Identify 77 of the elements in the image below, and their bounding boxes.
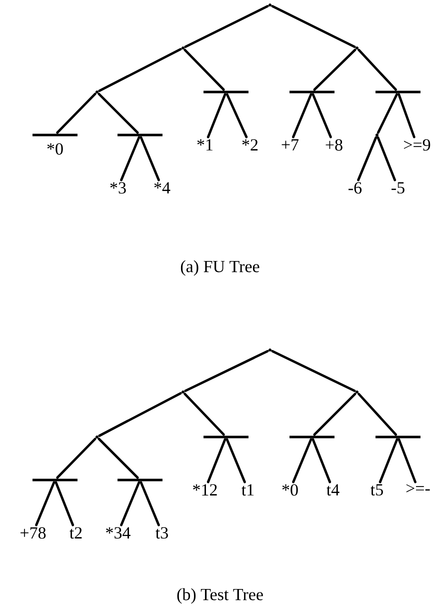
horizontal-bar: [290, 90, 334, 94]
horizontal-bar: [376, 436, 420, 438]
tree-branch: [98, 48, 182, 92]
horizontal-bar: [32, 478, 78, 482]
leaf-label: *3: [110, 182, 126, 194]
tree-branch: [292, 93, 312, 138]
tree-branch: [184, 5, 269, 48]
tree-branch: [226, 438, 246, 484]
leaf-label: *2: [242, 139, 258, 150]
tree-branch: [358, 48, 397, 91]
tree-branch: [140, 136, 160, 182]
tree-branch: [120, 481, 140, 526]
tree-branch: [398, 93, 416, 138]
leaf-label: t1: [242, 484, 254, 496]
tree-branch: [56, 438, 96, 479]
tree-branch: [98, 392, 182, 437]
horizontal-bar: [32, 134, 78, 136]
tree-branch: [226, 93, 248, 138]
tree-branch: [184, 350, 269, 392]
branch-point: [376, 134, 378, 136]
branch-point: [96, 90, 98, 94]
tree-branch: [312, 93, 332, 138]
branch-point: [268, 348, 272, 352]
tree-branch: [184, 392, 225, 436]
tree-branch: [35, 481, 56, 526]
figure-caption: (a) FU Tree: [180, 260, 260, 276]
leaf-label: -6: [348, 182, 362, 194]
leaf-label: +78: [20, 527, 46, 539]
tree-branch: [376, 93, 398, 134]
leaf-label: >=-: [406, 484, 430, 492]
tree-branch: [120, 136, 140, 182]
tree-branch: [184, 48, 225, 91]
tree-branch: [206, 93, 226, 138]
leaf-label: *0: [282, 484, 298, 496]
tree-branch: [357, 136, 378, 182]
branch-point: [182, 390, 184, 394]
leaf-label: +8: [326, 139, 342, 151]
branch-point: [182, 46, 184, 50]
tree-branch: [313, 392, 356, 436]
leaf-label: >=9: [404, 139, 430, 151]
tree-branch: [271, 350, 356, 392]
horizontal-bar: [118, 478, 162, 482]
leaf-label: t4: [326, 484, 340, 496]
branch-point: [356, 390, 358, 394]
leaf-label: *34: [106, 527, 130, 539]
tree-branch: [398, 438, 416, 484]
horizontal-bar: [204, 436, 248, 438]
tree-branch: [378, 438, 398, 484]
horizontal-bar: [290, 436, 334, 438]
horizontal-bar: [204, 90, 248, 94]
branch-point: [356, 46, 358, 50]
tree-branch: [312, 438, 332, 484]
tree-branch: [271, 5, 356, 48]
tree-branch: [56, 92, 96, 134]
leaf-label: *0: [47, 143, 63, 155]
leaf-label: *4: [154, 182, 170, 194]
tree-branch: [98, 438, 139, 479]
leaf-label: *1: [197, 139, 212, 150]
leaf-label: *12: [193, 484, 217, 496]
leaf-label: +7: [282, 139, 299, 150]
tree-branch: [206, 438, 226, 484]
tree-branch: [54, 481, 74, 526]
branch-point: [268, 4, 272, 7]
horizontal-bar: [118, 134, 162, 136]
tree-branch: [292, 438, 312, 484]
tree-branch: [376, 136, 396, 182]
tree-branch: [313, 48, 356, 91]
leaf-label: t3: [156, 527, 168, 539]
branch-point: [96, 436, 98, 438]
figure-caption: (b) Test Tree: [177, 588, 263, 604]
tree-branch: [98, 92, 139, 134]
leaf-label: -5: [392, 182, 404, 194]
leaf-label: t2: [70, 527, 82, 539]
horizontal-bar: [376, 90, 420, 94]
tree-branch: [358, 392, 397, 436]
leaf-label: t5: [370, 484, 383, 496]
tree-branch: [140, 481, 160, 526]
